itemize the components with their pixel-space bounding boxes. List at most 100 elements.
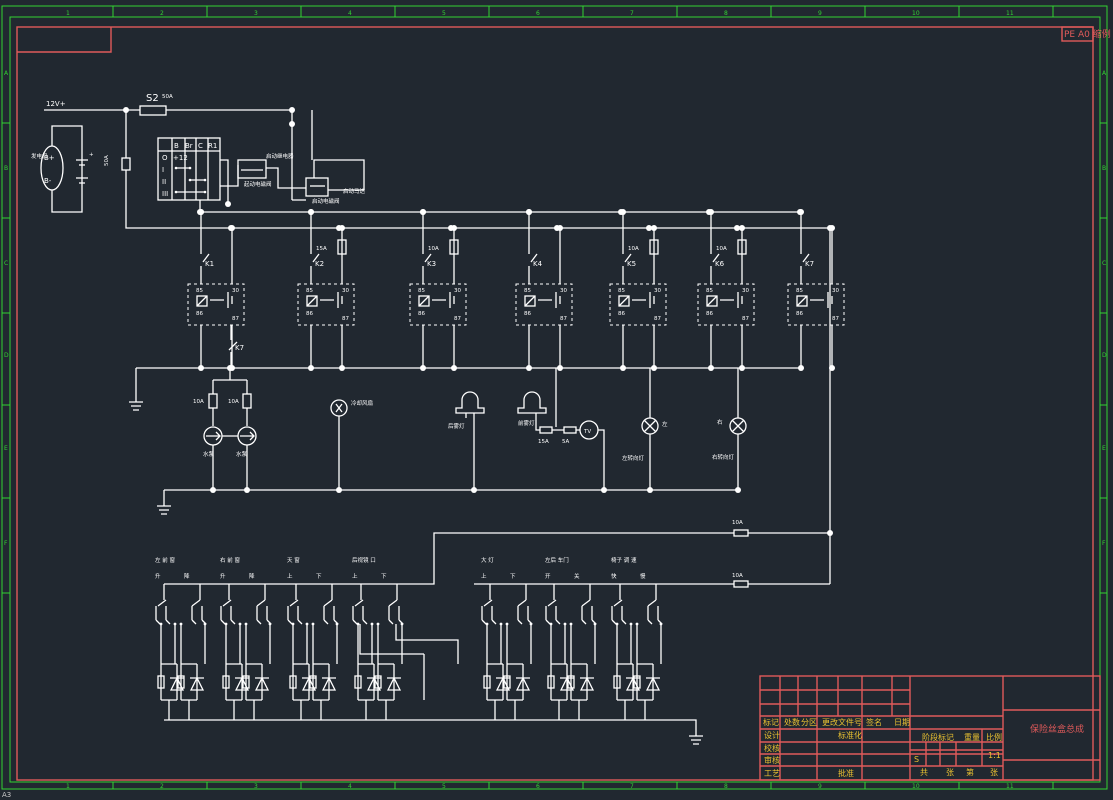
- pump-fuse-left: 10A: [193, 399, 204, 405]
- rear-lamp-icon: [455, 391, 485, 414]
- col-label-top: 1: [66, 10, 70, 17]
- relay-pin-85: 85: [524, 288, 531, 294]
- left-turn-label: 左: [662, 420, 668, 428]
- batt-side: 发电机: [31, 152, 48, 160]
- row-label-left: B: [4, 165, 8, 172]
- row-label-left: D: [4, 352, 9, 359]
- tb-scale: 比例: [986, 732, 1002, 742]
- fan-label: 冷却风扇: [351, 399, 373, 407]
- horn-fuse-b: 5A: [562, 439, 569, 445]
- switch-groups: 左 前 窗升降右 前 窗升降天 窗上下后视镜 口上下大 灯上下左后 车门开关椅子…: [155, 556, 663, 720]
- col-label-bottom: 7: [630, 783, 634, 790]
- relay-pin-30: 30: [560, 288, 567, 294]
- inner-frame: [9, 16, 1101, 783]
- col-label-bottom: 5: [442, 783, 446, 790]
- tb-sheet-unit: 张: [946, 768, 954, 777]
- pump-left-label: 水泵: [203, 450, 215, 458]
- switch-sub-a: 开: [545, 573, 551, 580]
- code-box: [17, 27, 112, 53]
- ign-h1: Br: [185, 142, 193, 150]
- lower-wiring: 10A 10A: [164, 225, 833, 588]
- tb-review: 审核: [764, 755, 780, 765]
- relay-pin-87: 87: [742, 316, 749, 322]
- row-label-left: A: [4, 70, 9, 77]
- col-label-bottom: 3: [254, 783, 258, 790]
- tb-standard: 标准化: [838, 730, 862, 740]
- row-label-left: E: [4, 445, 8, 452]
- batt-plus: B+: [44, 154, 55, 162]
- relay-pin-85: 85: [796, 288, 803, 294]
- switch-sub-b: 降: [184, 572, 190, 580]
- relay-pin-87: 87: [832, 316, 839, 322]
- row-label-right: B: [1102, 165, 1106, 172]
- relay-k-label: K2: [315, 260, 324, 268]
- batt-fuse: [121, 157, 131, 171]
- horn-lamp-icon: [517, 391, 547, 414]
- tb-approve: 批准: [838, 768, 854, 778]
- relay-pin-86: 86: [706, 311, 713, 317]
- tb-scale-value: 1:1: [988, 751, 1001, 760]
- batt-fuse-label: 50A: [104, 155, 110, 166]
- switch-sub-b: 下: [316, 573, 322, 580]
- col-label-bottom: 10: [912, 783, 920, 790]
- supply-label: 12V+: [46, 100, 66, 108]
- tb-label-4: 签名: [866, 717, 882, 727]
- tb-sheet-total: 共: [920, 768, 928, 777]
- relay-fuse-label: 15A: [316, 246, 327, 252]
- switch-group-title: 天 窗: [287, 556, 300, 564]
- switch-sub-a: 上: [287, 572, 293, 580]
- switch-sub-b: 关: [574, 572, 580, 580]
- ign-r1: I: [162, 166, 164, 174]
- lower-fuse-b-label: 10A: [732, 573, 743, 579]
- switch-sub-a: 快: [611, 572, 617, 580]
- pump-fuse-right: 10A: [228, 399, 239, 405]
- relay-fuse-label: 10A: [716, 246, 727, 252]
- col-label-bottom: 4: [348, 783, 352, 790]
- switch-sub-b: 降: [249, 572, 255, 580]
- relay-pin-30: 30: [454, 288, 461, 294]
- col-label-top: 2: [160, 10, 164, 17]
- k7-switch-label: K7: [235, 344, 244, 352]
- col-label-top: 9: [818, 10, 822, 17]
- tb-sheet-no: 第: [966, 767, 974, 777]
- header-code-box: [1061, 26, 1094, 42]
- row-label-left: F: [4, 540, 8, 547]
- switch-group: 大 灯上下: [481, 556, 533, 720]
- col-label-top: 10: [912, 10, 920, 17]
- row-label-right: A: [1102, 70, 1107, 77]
- ign-relay-a: 启动继电器: [266, 152, 294, 160]
- col-label-bottom: 1: [66, 783, 70, 790]
- switch-group: 右 前 窗升 降: [220, 556, 272, 720]
- relay-pin-86: 86: [796, 311, 803, 317]
- drawing-title: 保险丝盒总成: [1030, 723, 1084, 735]
- row-label-right: C: [1102, 260, 1106, 267]
- col-label-top: 5: [442, 10, 446, 17]
- relay-pin-85: 85: [306, 288, 313, 294]
- switch-sub-a: 上: [481, 572, 487, 580]
- tb-label-0: 标记: [763, 717, 779, 727]
- right-turn-lamp-label: 右转向灯: [712, 453, 735, 461]
- switch-sub-b: 慢: [640, 572, 646, 580]
- tb-label-3: 更改文件号: [822, 717, 862, 727]
- pump-right-label: 水泵: [236, 450, 248, 458]
- switch-sub-a: 升: [220, 572, 226, 580]
- tb-check: 校核: [764, 743, 780, 753]
- relay-k-label: K7: [805, 260, 814, 268]
- switch-sub-a: 上: [352, 572, 358, 580]
- switch-sub-a: 升: [155, 572, 161, 580]
- relay-pin-30: 30: [832, 288, 839, 294]
- relay-fuse-label: 10A: [628, 246, 639, 252]
- relay-k-label: K1: [205, 260, 214, 268]
- switch-group-title: 右 前 窗: [220, 556, 240, 564]
- tb-design: 设计: [764, 730, 780, 740]
- col-label-top: 6: [536, 10, 540, 17]
- lower-fuse-a-label: 10A: [732, 520, 743, 526]
- title-block: 标记 处数 分区 更改文件号 签名 日期 设计 标准化 校核 审核 工艺 批准 …: [759, 675, 1101, 781]
- col-label-bottom: 6: [536, 783, 540, 790]
